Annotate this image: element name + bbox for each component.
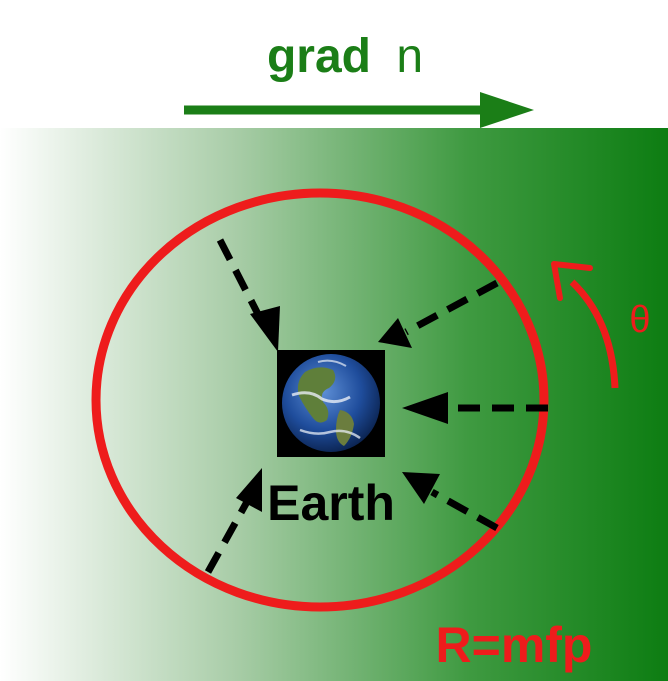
arrow-top-right xyxy=(404,279,499,336)
arrowhead-top-left xyxy=(250,306,280,352)
gradient-arrow xyxy=(184,92,534,128)
mfp-circle xyxy=(91,188,549,612)
radius-label: R=mfp xyxy=(436,617,593,673)
earth-image xyxy=(277,350,385,457)
theta-rotation-arrow xyxy=(551,261,619,389)
arrow-top-left xyxy=(216,238,266,324)
inward-arrows xyxy=(204,238,548,574)
arrow-bottom-right xyxy=(430,488,499,532)
theta-label: θ xyxy=(629,299,650,341)
arrow-bottom-left xyxy=(204,498,252,574)
gradient-title-bold: grad xyxy=(267,30,371,83)
gradient-title-symbol: n xyxy=(396,30,423,83)
arrowhead-bottom-right xyxy=(402,472,440,504)
arrowhead-top-right xyxy=(378,318,412,348)
earth-label: Earth xyxy=(267,475,395,531)
gradient-title: grad n xyxy=(267,30,423,83)
arrowhead-right xyxy=(402,392,448,424)
earth-globe-icon xyxy=(282,354,380,452)
arrowhead-bottom-left xyxy=(236,468,262,512)
inward-arrow-heads xyxy=(236,306,448,512)
